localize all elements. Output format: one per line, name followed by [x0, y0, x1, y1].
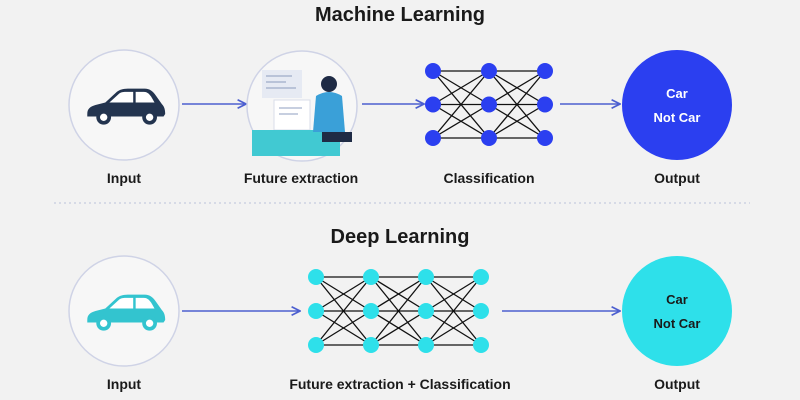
- dl-output-not-car: Not Car: [653, 316, 701, 331]
- dl-network-node: [473, 337, 489, 353]
- dl-network-node: [418, 337, 434, 353]
- ml-network-node: [425, 63, 441, 79]
- dl-section-title: Deep Learning: [330, 226, 470, 248]
- dl-network-node: [418, 269, 434, 285]
- dl-input-label: Input: [106, 376, 142, 392]
- dl-network-node: [418, 303, 434, 319]
- dl-network-node: [363, 269, 379, 285]
- dl-network-connection: [315, 276, 372, 312]
- dl-network-node: [473, 303, 489, 319]
- ml-network-connection: [488, 70, 546, 106]
- ml-network-node: [537, 130, 553, 146]
- ml-network-connection: [488, 70, 546, 139]
- dl-output-label: Output: [654, 376, 700, 392]
- ml-network-node: [537, 63, 553, 79]
- dl-network-connection: [370, 310, 427, 346]
- ml-network-node: [537, 96, 553, 113]
- dl-network-connection: [425, 276, 482, 312]
- ml-network-connection: [432, 70, 490, 139]
- person-at-computer-icon: [252, 70, 352, 156]
- ml-network-node: [481, 130, 497, 146]
- ml-network-node: [425, 96, 441, 113]
- ml-classification-label: Classification: [443, 170, 535, 186]
- dl-network-node: [308, 303, 324, 319]
- dl-combined-label: Future extraction + Classification: [289, 376, 511, 392]
- ml-neural-network: [425, 63, 553, 146]
- ml-network-node: [425, 130, 441, 146]
- dl-network-connection: [315, 276, 372, 346]
- dl-output-circle: [622, 256, 732, 366]
- dl-network-connection: [370, 276, 427, 312]
- ml-output-label: Output: [654, 170, 700, 186]
- ml-output-not-car: Not Car: [653, 110, 701, 125]
- ml-input-label: Input: [106, 170, 142, 186]
- dl-network-connection: [425, 310, 482, 346]
- dl-network-node: [363, 337, 379, 353]
- ml-output-circle: [622, 50, 732, 160]
- dl-output-car: Car: [666, 292, 688, 307]
- ml-network-node: [481, 63, 497, 79]
- dl-network-node: [308, 269, 324, 285]
- dl-neural-network: [308, 269, 489, 353]
- ml-network-connection: [432, 70, 490, 106]
- dl-network-connection: [315, 310, 372, 346]
- dl-network-node: [363, 303, 379, 319]
- ml-network-connection: [432, 103, 490, 139]
- dl-network-node: [473, 269, 489, 285]
- ml-network-connection: [488, 103, 546, 139]
- ml-section-title: Machine Learning: [314, 4, 486, 26]
- dl-network-connection: [425, 276, 482, 346]
- ml-output-car: Car: [666, 86, 688, 101]
- dl-network-connection: [370, 276, 427, 346]
- dl-network-node: [308, 337, 324, 353]
- ml-network-node: [481, 96, 497, 113]
- ml-feature-label: Future extraction: [243, 170, 359, 186]
